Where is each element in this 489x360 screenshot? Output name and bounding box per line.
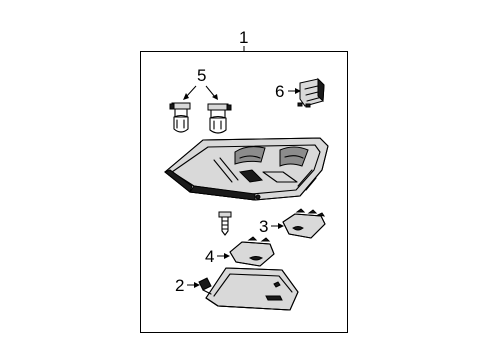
callout-6: 6 — [275, 82, 284, 101]
callout-5: 5 — [197, 66, 206, 85]
callout-3: 3 — [259, 217, 268, 236]
screw — [218, 211, 232, 236]
callout-2: 2 — [175, 276, 184, 295]
switch-part-6 — [297, 77, 325, 108]
leader-6 — [288, 88, 301, 94]
leader-5 — [183, 85, 218, 100]
leader-3 — [271, 223, 284, 229]
bulb-part-5-right — [207, 103, 232, 134]
leader-4 — [217, 253, 230, 259]
leader-2 — [187, 282, 200, 288]
cover-part-3 — [282, 208, 326, 239]
bin-part-2 — [198, 267, 299, 311]
callout-4: 4 — [205, 247, 214, 266]
bulb-part-5-left — [169, 102, 191, 133]
cover-part-4 — [229, 236, 275, 267]
callout-1: 1 — [239, 28, 248, 47]
overhead-console-housing — [164, 137, 329, 201]
